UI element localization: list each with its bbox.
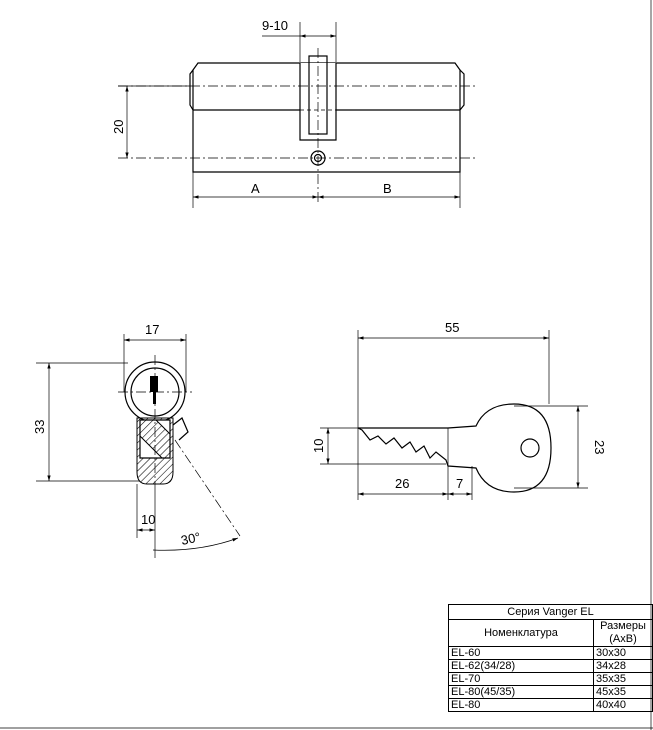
row-size: 30x30: [592, 646, 653, 660]
dim-key-blade-length: 26: [395, 476, 409, 491]
table-row: EL-62(34/28) 34x28: [448, 659, 653, 673]
table-title-row: Серия Vanger EL: [447, 604, 653, 620]
dim-profile-width: 17: [145, 322, 159, 337]
row-name: EL-80(45/35): [448, 685, 594, 699]
dim-key-tip: 7: [456, 476, 463, 491]
dim-cam-gap: 9-10: [262, 18, 288, 33]
dim-key-bow-height: 23: [592, 440, 607, 454]
col-size-header: Размеры (AxB): [592, 619, 653, 647]
dim-b: B: [383, 181, 392, 196]
cylinder-profile-view: 17 33 10 30°: [32, 322, 241, 558]
row-name: EL-80: [448, 698, 594, 712]
row-size: 34x28: [592, 659, 653, 673]
dim-cam-width: 10: [141, 512, 155, 527]
col-name-header: Номенклатура: [448, 619, 594, 647]
dim-profile-height: 33: [32, 420, 47, 434]
key-view: 55 10 26 7 23: [311, 320, 607, 500]
dim-key-blade-height: 10: [311, 439, 326, 453]
col-size-header-line1: Размеры: [600, 620, 646, 633]
table-row: EL-80 40x40: [448, 698, 653, 712]
table-header-row: Номенклатура Размеры (AxB): [448, 619, 653, 647]
dim-angle: 30°: [180, 529, 202, 548]
row-size: 35x35: [592, 672, 653, 686]
dim-key-length: 55: [445, 320, 459, 335]
table-row: EL-80(45/35) 45x35: [448, 685, 653, 699]
table-row: EL-60 30x30: [448, 646, 653, 660]
row-name: EL-70: [448, 672, 594, 686]
row-name: EL-60: [448, 646, 594, 660]
dim-a: A: [251, 181, 260, 196]
row-size: 45x35: [592, 685, 653, 699]
dim-height: 20: [111, 120, 126, 134]
table-title: Серия Vanger EL: [447, 604, 653, 620]
row-size: 40x40: [592, 698, 653, 712]
row-name: EL-62(34/28): [448, 659, 594, 673]
cylinder-side-view: 9-10 20 A B: [111, 18, 478, 208]
col-size-header-line2: (AxB): [609, 633, 637, 645]
spec-table: Серия Vanger EL Номенклатура Размеры (Ax…: [447, 604, 653, 712]
table-row: EL-70 35x35: [448, 672, 653, 686]
